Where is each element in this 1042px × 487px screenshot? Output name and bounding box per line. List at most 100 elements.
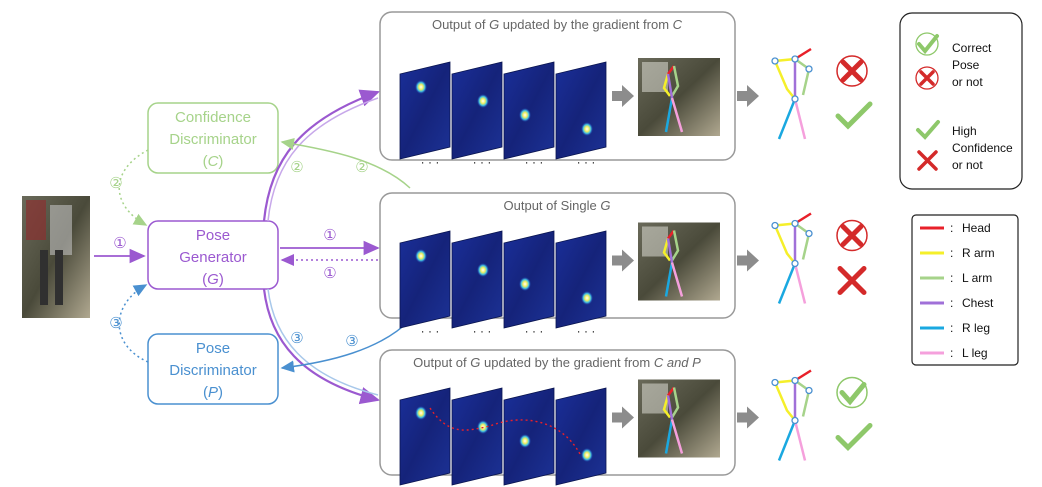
stack-dots: · · · <box>473 155 492 169</box>
heatmap-peak <box>519 108 531 122</box>
legend-correct-line3: or not <box>952 75 983 89</box>
legend-conf-line2: Confidence <box>952 141 1013 155</box>
heatmap-peak <box>581 122 593 136</box>
limb-sep: : <box>950 271 953 285</box>
stack-dots: · · · <box>577 324 596 338</box>
stack-dots: · · · <box>421 481 440 487</box>
top-to-confidence-arrow <box>280 138 411 189</box>
dotted-confidence-to-generator <box>118 149 149 226</box>
low-confidence-icon <box>837 266 867 295</box>
legend-correct-line2: Pose <box>952 58 980 72</box>
legend-conf-line1: High <box>952 124 977 138</box>
heatmap-frame <box>451 61 503 160</box>
step-three-mark-left: ③ <box>109 315 122 332</box>
limb-legend-row-rarm: : R arm <box>920 246 995 260</box>
heatmap-frame <box>399 387 451 486</box>
high-confidence-icon <box>916 120 940 140</box>
confidence-discriminator-box: Confidence Discriminator (C) <box>147 102 279 174</box>
heatmap-frame <box>555 387 607 486</box>
low-confidence-icon <box>917 150 938 171</box>
heatmap-peak <box>477 94 489 108</box>
limb-legend-row-chest: :Chest <box>920 296 994 310</box>
gray-arrow-to-photo <box>612 249 634 272</box>
limb-legend-row-larm: : L arm <box>920 271 992 285</box>
stack-dots: · · · <box>421 155 440 169</box>
stack-dots: · · · <box>525 324 544 338</box>
stack-dots: · · · <box>525 481 544 487</box>
limb-sep: : <box>950 296 953 310</box>
heatmap-peak <box>415 249 427 263</box>
limb-sep: : <box>950 346 953 360</box>
step-two-mark-curve: ② <box>290 159 303 176</box>
stack-dots: · · · <box>421 324 440 338</box>
heatmap-frame <box>399 230 451 329</box>
step-two-mark-right: ② <box>355 159 368 176</box>
legend-conf-line3: or not <box>952 158 983 172</box>
step-one-mark-input: ① <box>113 235 126 252</box>
generator-to-top-arrow <box>262 89 381 222</box>
pose-disc-symbol: (P) <box>203 384 223 401</box>
limb-label: L arm <box>962 271 992 285</box>
high-confidence-icon <box>835 101 873 130</box>
predicted-skeleton <box>771 212 813 304</box>
generator-to-bottom-arrow <box>262 288 381 405</box>
limb-sep: : <box>950 321 953 335</box>
heatmap-peak <box>415 406 427 420</box>
heatmap-peak <box>519 434 531 448</box>
stack-dots: · · · <box>473 324 492 338</box>
incorrect-pose-icon <box>915 66 939 90</box>
panel-title: Output of Single G <box>504 198 611 213</box>
pose-generator-box: Pose Generator (G) <box>147 220 279 290</box>
pose-disc-line2: Discriminator <box>169 362 257 379</box>
predicted-skeleton <box>771 369 813 461</box>
arrows: ① ② ③ ① ① ② ② ③ ③ <box>94 89 411 405</box>
stack-dots: · · · <box>525 155 544 169</box>
limb-legend: : Head: R arm: L arm :Chest: R leg: L leg <box>911 214 1019 366</box>
step-three-mark-curve: ③ <box>290 330 303 347</box>
step-two-mark-left: ② <box>109 175 122 192</box>
generator-to-bottom-shadow <box>267 288 379 396</box>
result-legend: Correct Pose or not High Confidence or n… <box>899 12 1023 190</box>
limb-label: L leg <box>962 346 988 360</box>
step-three-mark-right: ③ <box>345 333 358 350</box>
heatmap-frame <box>555 61 607 160</box>
generator-to-top-shadow <box>267 97 379 222</box>
confidence-symbol: (C) <box>203 153 224 170</box>
pose-photo <box>638 222 720 301</box>
correct-pose-icon <box>836 376 868 409</box>
heatmap-peak <box>581 291 593 305</box>
confidence-line2: Discriminator <box>169 131 257 148</box>
heatmap-frame <box>451 230 503 329</box>
legend-correct-line1: Correct <box>952 41 992 55</box>
stack-dots: · · · <box>577 155 596 169</box>
gray-arrow-to-photo <box>612 406 634 429</box>
limb-label: R arm <box>962 246 995 260</box>
confidence-line1: Confidence <box>175 109 251 126</box>
limb-label: Head <box>962 221 991 235</box>
limb-sep: : <box>950 246 953 260</box>
gray-arrow-to-skeleton <box>737 249 759 272</box>
pose-photo <box>638 58 720 136</box>
heatmap-peak <box>581 448 593 462</box>
gray-arrow-to-skeleton <box>737 406 759 429</box>
heatmap-peak <box>519 277 531 291</box>
pose-photo <box>638 379 720 458</box>
middle-to-posedisc-arrow <box>280 319 411 373</box>
limb-legend-row-lleg: : L leg <box>920 346 988 360</box>
heatmap-peak <box>415 80 427 94</box>
limb-label: R leg <box>962 321 990 335</box>
pose-discriminator-box: Pose Discriminator (P) <box>147 333 279 405</box>
panel-top: Output of G updated by the gradient from… <box>379 11 873 169</box>
heatmap-frame <box>555 230 607 329</box>
panel-bottom: Output of G updated by the gradient from… <box>379 349 873 487</box>
heatmap-peak <box>477 263 489 277</box>
stack-dots: · · · <box>577 481 596 487</box>
panel-title: Output of G updated by the gradient from… <box>413 355 701 370</box>
step-one-mark-forward: ① <box>323 227 336 244</box>
panel-middle: Output of Single G · · · · · · · · · · · · <box>379 192 868 338</box>
generator-line2: Generator <box>179 249 247 266</box>
input-image <box>22 196 90 318</box>
generator-line1: Pose <box>196 227 230 244</box>
correct-pose-icon <box>915 32 939 56</box>
